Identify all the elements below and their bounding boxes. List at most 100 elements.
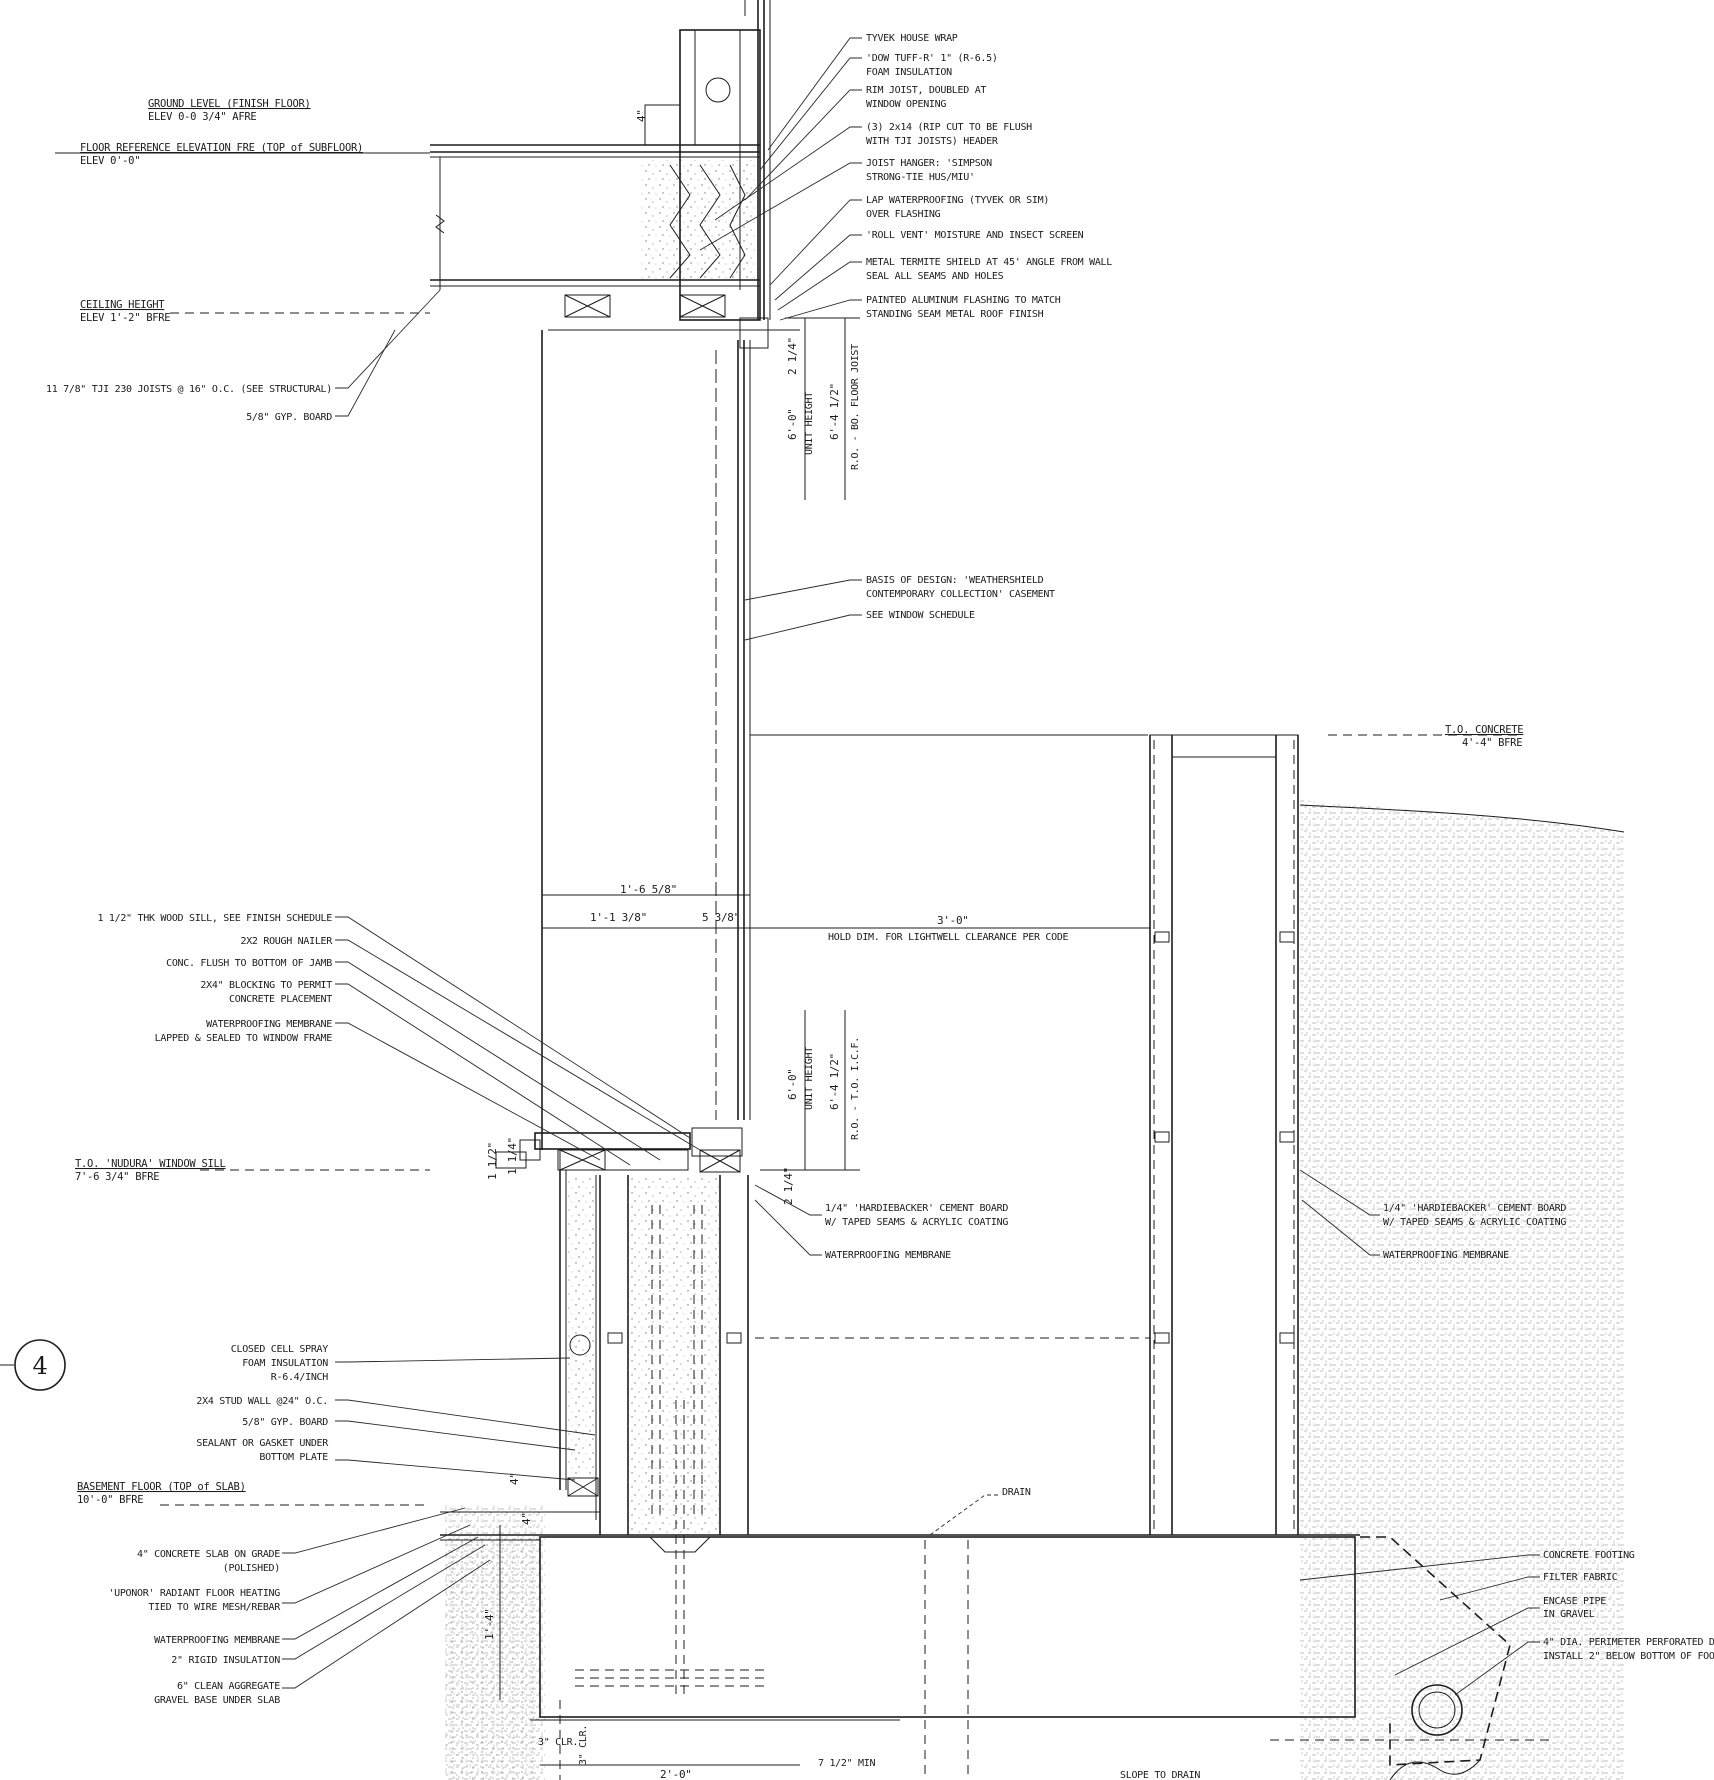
callout-wp-frame-1: WATERPROOFING MEMBRANE [206, 1019, 332, 1030]
elev-basement-title: BASEMENT FLOOR (TOP of SLAB) [77, 1481, 246, 1493]
callout-hanger-2: STRONG-TIE HUS/MIU' [866, 172, 975, 183]
callout-gravel-2: GRAVEL BASE UNDER SLAB [154, 1695, 280, 1706]
callout-schedule: SEE WINDOW SCHEDULE [866, 610, 975, 621]
dim-lightwell: 3'-0" [937, 914, 969, 927]
dim-top-4: 4" [635, 109, 648, 122]
callout-encase-1: ENCASE PIPE [1543, 1596, 1606, 1607]
dim-lower-ro: 6'-4 1/2" [828, 1053, 841, 1110]
callout-footing: CONCRETE FOOTING [1543, 1550, 1635, 1561]
callout-header-1: (3) 2x14 (RIP CUT TO BE FLUSH [866, 122, 1032, 133]
callout-filter: FILTER FABRIC [1543, 1572, 1618, 1583]
callout-conc-flush: CONC. FLUSH TO BOTTOM OF JAMB [166, 958, 332, 969]
callouts-left-upper: 11 7/8" TJI 230 JOISTS @ 16" O.C. (SEE S… [46, 384, 333, 423]
callout-gyp-lower: 5/8" GYP. BOARD [242, 1417, 328, 1428]
callout-foam-1: 'DOW TUFF-R' 1" (R-6.5) [866, 53, 998, 64]
elev-ground-title: GROUND LEVEL (FINISH FLOOR) [148, 98, 311, 110]
callout-blocking-2: CONCRETE PLACEMENT [229, 994, 332, 1005]
elevation-markers: GROUND LEVEL (FINISH FLOOR) ELEV 0-0 3/4… [75, 98, 1524, 1506]
callout-slab-2: (POLISHED) [223, 1563, 280, 1574]
elev-sill-title: T.O. 'NUDURA' WINDOW SILL [75, 1158, 226, 1170]
dim-lower-unit-label: UNIT HEIGHT [804, 1047, 815, 1110]
callout-wp-frame-2: LAPPED & SEALED TO WINDOW FRAME [155, 1033, 333, 1044]
callouts-right-lower: 1/4" 'HARDIEBACKER' CEMENT BOARD W/ TAPE… [1383, 1203, 1714, 1662]
elev-frf-title: FLOOR REFERENCE ELEVATION FRE (TOP of SU… [80, 142, 363, 154]
dim-sill-b: 5 3/8" [702, 911, 740, 924]
callout-wp-right: WATERPROOFING MEMBRANE [1383, 1250, 1509, 1261]
callouts-mid: 1/4" 'HARDIEBACKER' CEMENT BOARD W/ TAPE… [825, 1203, 1031, 1498]
callout-wood-sill: 1 1/2" THK WOOD SILL, SEE FINISH SCHEDUL… [97, 913, 332, 924]
dim-upper-unit: 6'-0" [786, 408, 799, 440]
callout-drain-pipe-2: INSTALL 2" BELOW BOTTOM OF FOO [1543, 1651, 1714, 1662]
callout-drain-pipe-1: 4" DIA. PERIMETER PERFORATED DR [1543, 1637, 1714, 1648]
detail-tag: 4 [0, 1339, 66, 1391]
callout-flashing-2: STANDING SEAM METAL ROOF FINISH [866, 309, 1044, 320]
callout-tyvek: TYVEK HOUSE WRAP [866, 33, 958, 44]
callout-slab-wp: WATERPROOFING MEMBRANE [154, 1635, 280, 1646]
elev-sill-value: 7'-6 3/4" BFRE [75, 1171, 159, 1183]
dim-footing-depth: 1'-4" [483, 1608, 496, 1640]
callout-basis-1: BASIS OF DESIGN: 'WEATHERSHIELD [866, 575, 1044, 586]
callout-hanger-1: JOIST HANGER: 'SIMPSON [866, 158, 992, 169]
callout-uponor-1: 'UPONOR' RADIANT FLOOR HEATING [108, 1588, 280, 1599]
callouts-window: BASIS OF DESIGN: 'WEATHERSHIELD CONTEMPO… [866, 575, 1055, 621]
callout-slab-1: 4" CONCRETE SLAB ON GRADE [137, 1549, 280, 1560]
callout-lap-1: LAP WATERPROOFING (TYVEK OR SIM) [866, 195, 1049, 206]
dim-lower-ro-label: R.O. - T.O. I.C.F. [850, 1037, 861, 1140]
callout-nailer: 2X2 ROUGH NAILER [240, 936, 333, 947]
dim-slope: SLOPE TO DRAIN [1120, 1770, 1200, 1780]
detail-tag-number: 4 [33, 1352, 48, 1380]
callout-hardie-mid-2: W/ TAPED SEAMS & ACRYLIC COATING [825, 1217, 1008, 1228]
dim-sill-v2: 1 1/4" [506, 1137, 519, 1175]
callout-hardie-mid-1: 1/4" 'HARDIEBACKER' CEMENT BOARD [825, 1203, 1008, 1214]
dim-upper-unit-label: UNIT HEIGHT [804, 392, 815, 455]
elev-concrete-value: 4'-4" BFRE [1462, 737, 1522, 749]
elev-ceiling-value: ELEV 1'-2" BFRE [80, 312, 170, 324]
dim-clr-3b: 3" CLR. [578, 1725, 589, 1765]
elev-ceiling-title: CEILING HEIGHT [80, 299, 165, 311]
callout-hardie-right-1: 1/4" 'HARDIEBACKER' CEMENT BOARD [1383, 1203, 1566, 1214]
callout-encase-2: IN GRAVEL [1543, 1609, 1595, 1620]
elev-ground-value: ELEV 0-0 3/4" AFRE [148, 111, 256, 123]
elev-basement-value: 10'-0" BFRE [77, 1494, 143, 1506]
dim-clr-3: 3" CLR. [538, 1737, 578, 1748]
callout-sealant-1: SEALANT OR GASKET UNDER [196, 1438, 329, 1449]
dim-upper-ro: 6'-4 1/2" [828, 383, 841, 440]
callout-termite-1: METAL TERMITE SHIELD AT 45' ANGLE FROM W… [866, 257, 1112, 268]
dim-lower-small: 2 1/4" [782, 1167, 795, 1205]
callout-lap-2: OVER FLASHING [866, 209, 941, 220]
callout-spray-2: FOAM INSULATION [242, 1358, 328, 1369]
dim-sill-a: 1'-1 3/8" [590, 911, 647, 924]
callout-spray-1: CLOSED CELL SPRAY [231, 1344, 329, 1355]
leader-lines [282, 37, 1540, 1696]
callout-wp-mid: WATERPROOFING MEMBRANE [825, 1250, 951, 1261]
dim-bottom-712: 7 1/2" MIN [818, 1758, 875, 1769]
callout-gravel-1: 6" CLEAN AGGREGATE [177, 1681, 280, 1692]
callout-rim-1: RIM JOIST, DOUBLED AT [866, 85, 986, 96]
callout-rollvent: 'ROLL VENT' MOISTURE AND INSECT SCREEN [866, 230, 1084, 241]
elev-concrete-title: T.O. CONCRETE [1445, 724, 1523, 736]
dim-plate-4: 4" [508, 1472, 521, 1485]
callout-uponor-2: TIED TO WIRE MESH/REBAR [148, 1602, 281, 1613]
callouts-left-lower: CLOSED CELL SPRAY FOAM INSULATION R-6.4/… [196, 1344, 329, 1463]
callouts-right-upper: TYVEK HOUSE WRAP 'DOW TUFF-R' 1" (R-6.5)… [866, 33, 1113, 320]
callout-termite-2: SEAL ALL SEAMS AND HOLES [866, 271, 1004, 282]
callout-blocking-1: 2X4" BLOCKING TO PERMIT [200, 980, 332, 991]
dim-sill-overall: 1'-6 5/8" [620, 883, 677, 896]
dim-lightwell-note: HOLD DIM. FOR LIGHTWELL CLEARANCE PER CO… [828, 932, 1069, 943]
callout-foam-2: FOAM INSULATION [866, 67, 952, 78]
level-lines [55, 152, 1520, 1506]
callout-rim-2: WINDOW OPENING [866, 99, 946, 110]
callout-drain: DRAIN [1002, 1487, 1031, 1498]
dim-upper-ro-label: R.O. - BO. FLOOR JOIST [850, 344, 861, 470]
callout-hardie-right-2: W/ TAPED SEAMS & ACRYLIC COATING [1383, 1217, 1566, 1228]
callouts-left-sill: 1 1/2" THK WOOD SILL, SEE FINISH SCHEDUL… [97, 913, 333, 1044]
dim-lower-unit: 6'-0" [786, 1068, 799, 1100]
callout-sealant-2: BOTTOM PLATE [259, 1452, 328, 1463]
callout-gyp-upper: 5/8" GYP. BOARD [246, 412, 332, 423]
callout-rigid: 2" RIGID INSULATION [171, 1655, 280, 1666]
dim-sill-v1: 1 1/2" [486, 1142, 499, 1180]
dim-upper-small: 2 1/4" [786, 337, 799, 375]
dimension-text: 1'-6 5/8" 1'-1 3/8" 5 3/8" 3'-0" HOLD DI… [483, 109, 1201, 1780]
callout-spray-3: R-6.4/INCH [271, 1372, 328, 1383]
